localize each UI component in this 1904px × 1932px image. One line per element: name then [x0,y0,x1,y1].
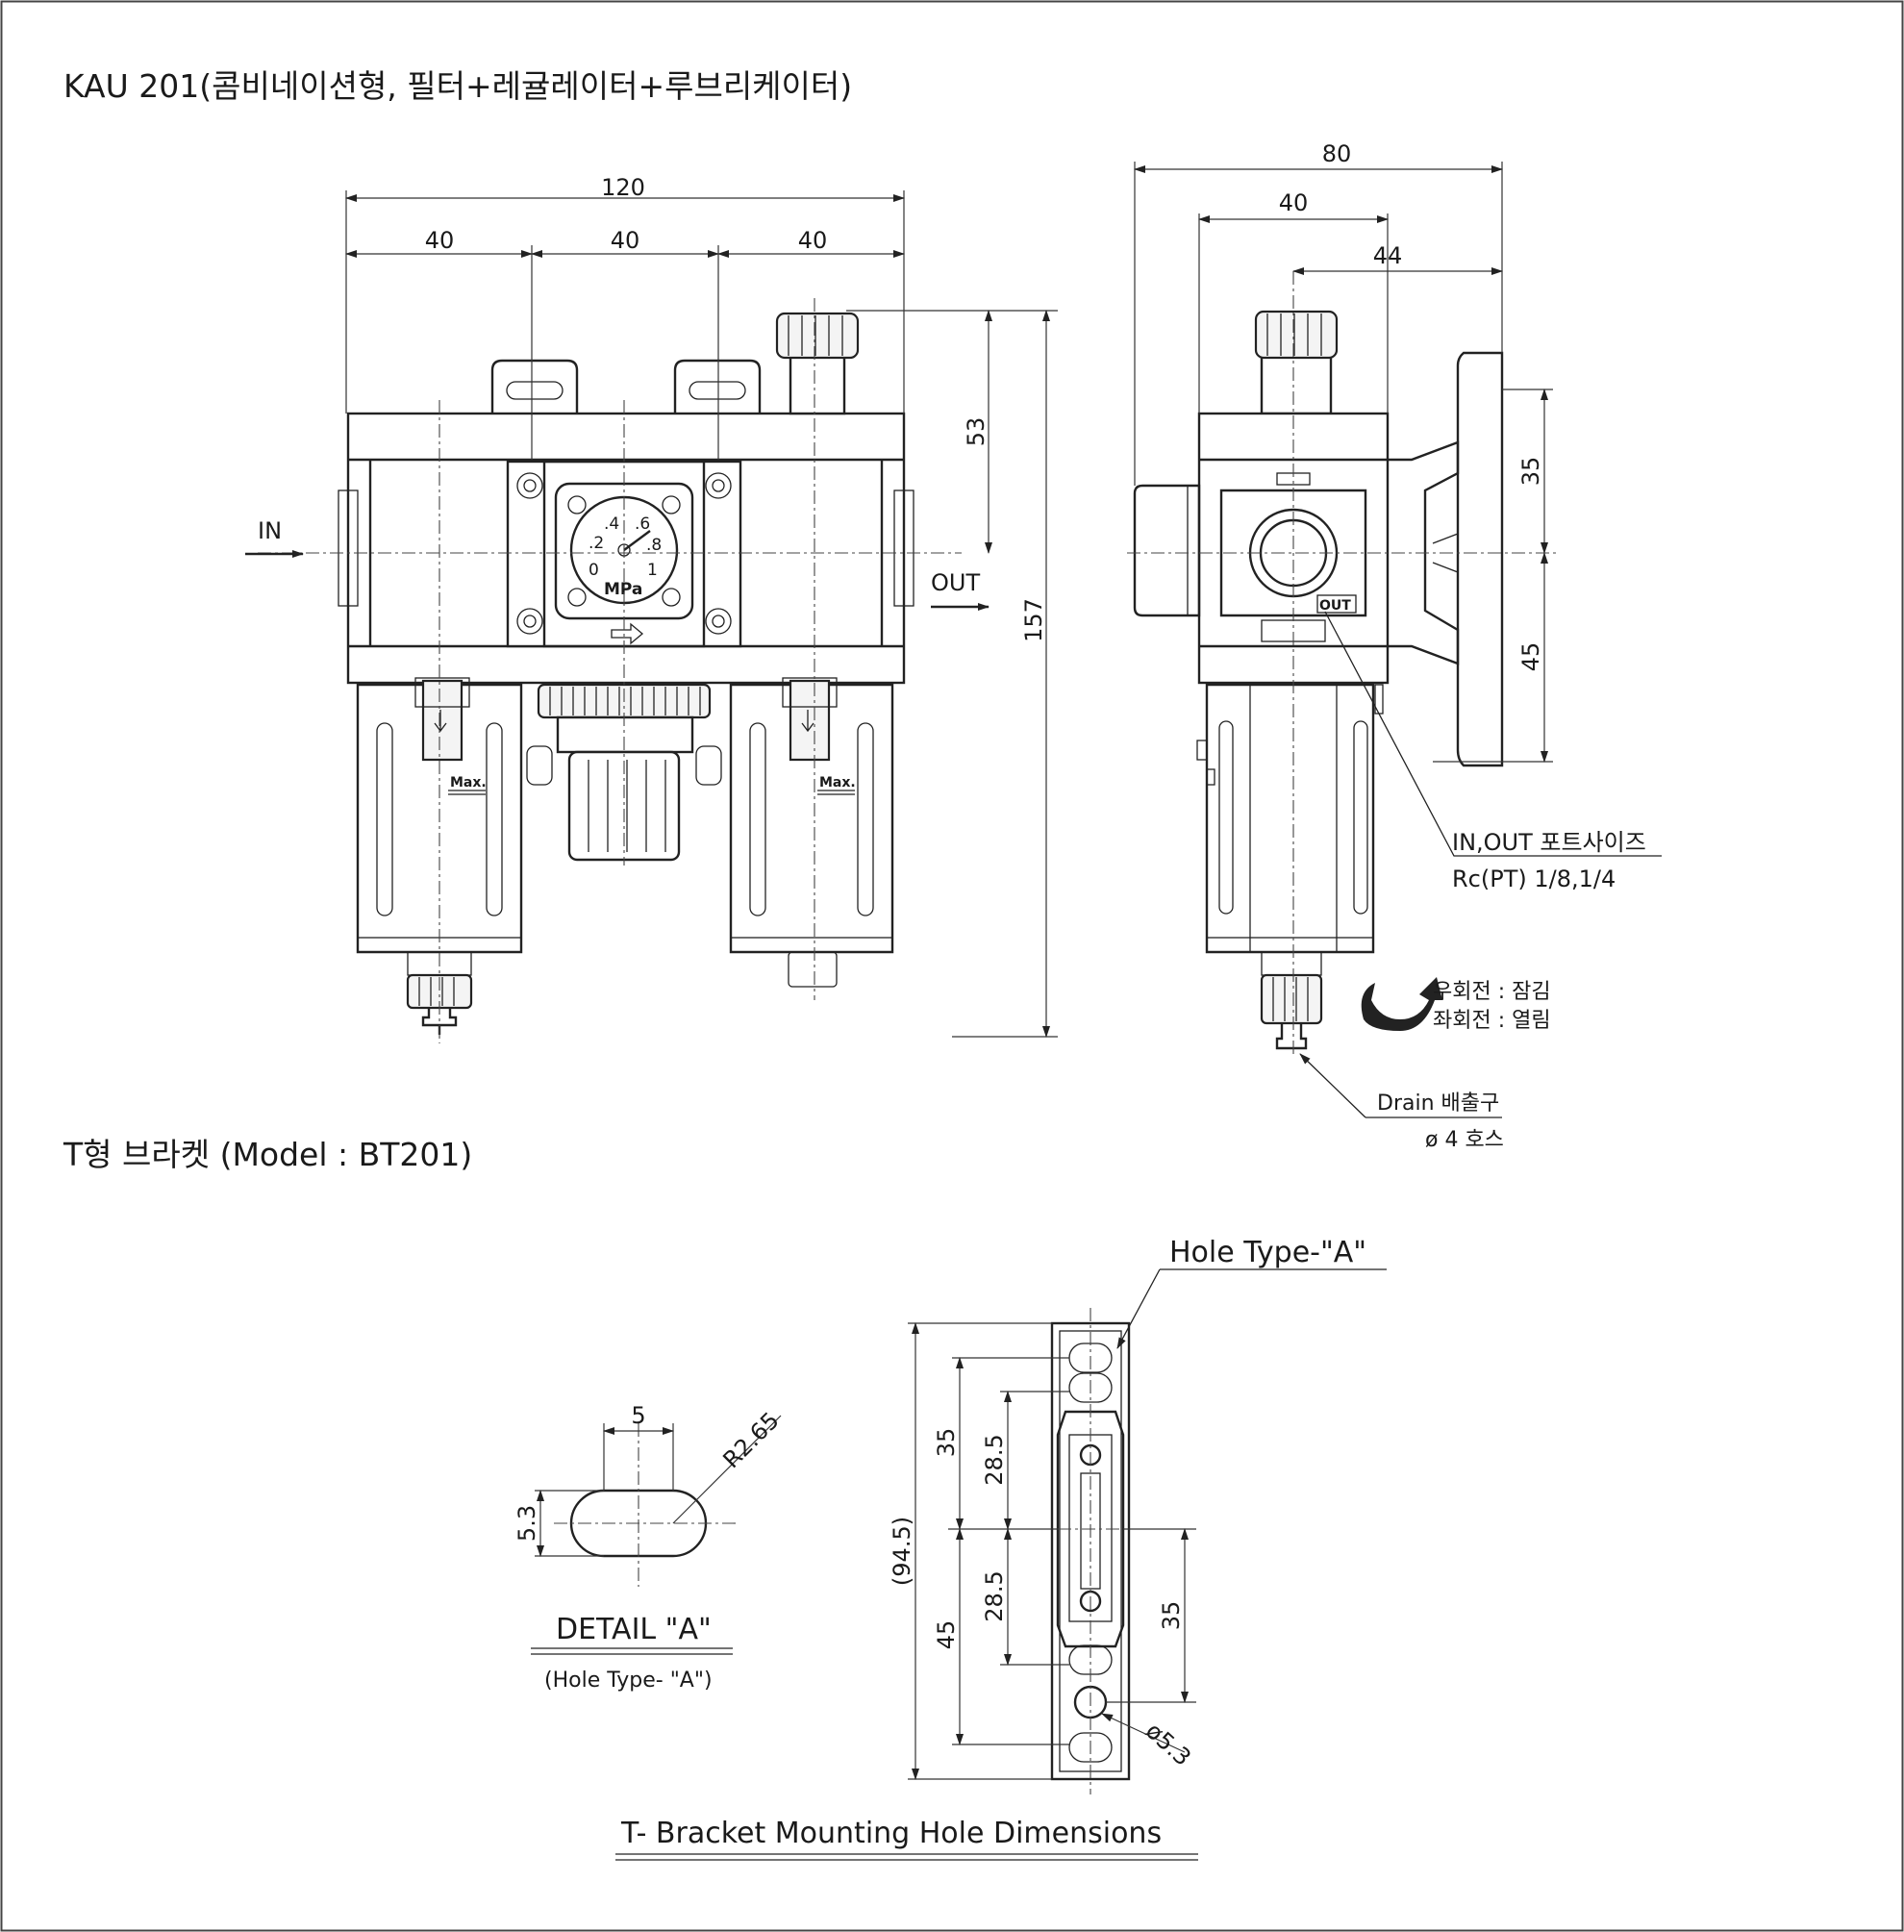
dim-157: 157 [1020,598,1047,642]
detail-dim-5: 5 [631,1402,645,1429]
bracket-dim-285b: 28.5 [981,1570,1008,1621]
bracket-dim-45: 45 [933,1620,960,1650]
side-dim-35: 35 [1517,457,1544,487]
rotation-arrow-icon [1361,977,1442,1031]
bracket-dim-phi: ø5.3 [1140,1718,1196,1771]
detail-dim-h: 5.3 [514,1505,540,1542]
side-bowl [1196,683,1375,1050]
detail-dim-r: R2.65 [717,1407,784,1473]
front-view: .2 .4 .6 .8 1 0 MPa [245,174,1058,1043]
port-size-note-1: IN,OUT 포트사이즈 [1452,829,1646,856]
svg-text:.8: .8 [646,536,662,555]
out-label: OUT [931,569,980,596]
rotation-note-1: 우회전 : 잠김 [1433,980,1551,1004]
bracket-dim-285a: 28.5 [981,1434,1008,1485]
side-knob [1254,310,1339,415]
front-dimensions: 120 40 40 40 53 157 [345,174,1058,1038]
svg-text:.2: .2 [589,534,604,553]
in-label: IN [258,517,282,544]
side-dim-44: 44 [1373,242,1403,269]
drawing-title: KAU 201(콤비네이션형, 필터+레귤레이터+루브리케이터) [63,67,852,105]
dim-40-b: 40 [611,227,640,254]
side-bracket [1374,351,1504,767]
lubricator-knob [775,312,860,415]
hole-type-label: Hole Type-"A" [1169,1236,1366,1269]
bracket-title: T형 브라켓 (Model : BT201) [63,1136,472,1173]
mounting-tab-right [673,359,762,414]
lubricator-bowl-right: Max. [729,677,894,988]
side-dim-80: 80 [1322,140,1352,167]
bracket-dim-total: (94.5) [889,1517,915,1586]
side-dimensions: 80 40 44 35 45 [1134,140,1553,763]
side-view: OUT [1127,140,1662,1152]
slot-hole [569,1489,708,1558]
svg-text:.4: .4 [604,514,619,534]
dim-53: 53 [963,417,990,447]
gauge-unit: MPa [604,580,642,599]
flow-arrow-icon [611,622,644,645]
svg-text:.6: .6 [635,514,650,534]
mounting-tab-left [490,359,579,414]
t-bracket-view: Hole Type-"A" (94.5) 35 45 28.5 28.5 35 … [615,1236,1387,1861]
side-dim-40: 40 [1279,189,1309,216]
svg-text:1: 1 [647,561,658,580]
bracket-dim-35b: 35 [1158,1601,1185,1631]
port-size-note-2: Rc(PT) 1/8,1/4 [1452,866,1616,892]
svg-text:0: 0 [589,561,599,580]
dim-40-a: 40 [425,227,455,254]
dim-40-c: 40 [798,227,828,254]
side-dim-45: 45 [1517,642,1544,672]
drain-note-1: Drain 배출구 [1377,1091,1499,1116]
dim-120: 120 [601,174,645,201]
bracket-caption: T- Bracket Mounting Hole Dimensions [620,1817,1162,1850]
max-label-right: Max. [819,775,856,790]
bracket-dim-35a: 35 [933,1428,960,1458]
drain-note-2: ø 4 호스 [1425,1128,1504,1152]
rotation-note-2: 좌회전 : 열림 [1433,1009,1551,1033]
detail-title: DETAIL "A" [556,1613,712,1646]
detail-subtitle: (Hole Type- "A") [544,1669,713,1693]
max-label-left: Max. [450,775,487,790]
side-out-tag: OUT [1319,598,1351,614]
detail-a: 5 R2.65 5.3 DETAIL "A" (Hole Type- "A") [514,1402,785,1693]
